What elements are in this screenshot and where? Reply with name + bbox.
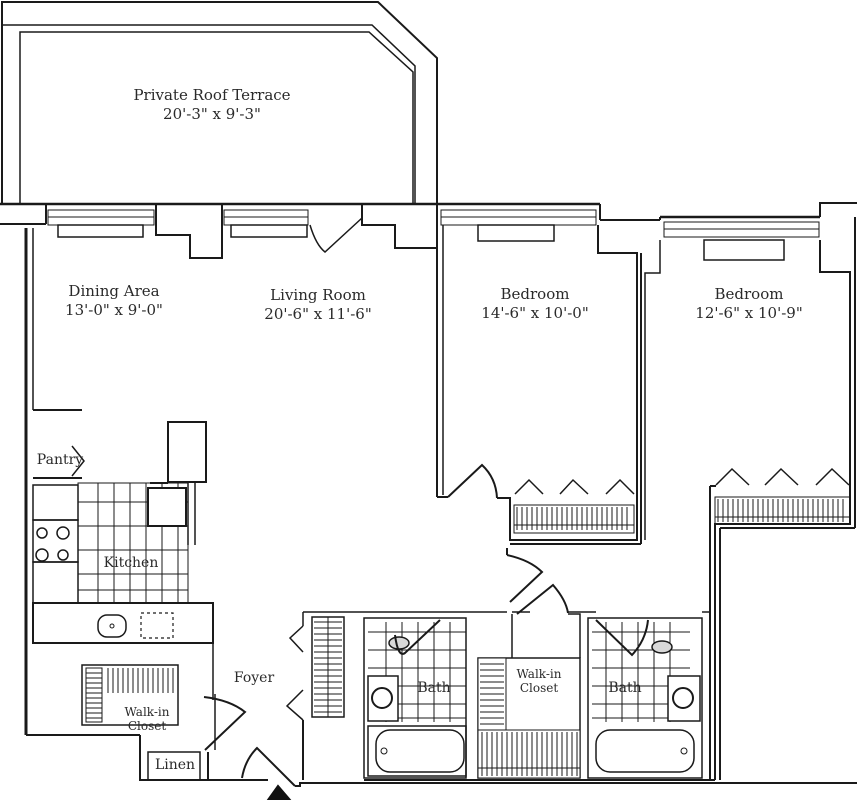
room-name: Foyer [233,670,275,686]
entry-arrow-icon [266,784,292,800]
room-dimensions: 20'-6" x 11'-6" [264,304,372,323]
room-label-bath-1: Bath [417,680,450,698]
room-label-walk-in-closet-1: Walk-in Closet [124,705,170,734]
room-label-kitchen: Kitchen [104,555,159,573]
room-name: Living Room [270,286,366,304]
foyer-walls [26,611,857,787]
kitchen-walls [32,421,214,700]
room-name: Bedroom [500,285,570,303]
room-name: Walk-in [516,667,562,681]
room-name: Walk-in [124,705,170,719]
room-dimensions: 13'-0" x 9'-0" [65,300,163,319]
bedroom1-walls [436,204,642,545]
room-name: Pantry [36,452,84,468]
room-label-bath-2: Bath [608,680,641,698]
room-label-bedroom-1: Bedroom 14'-6" x 10'-0" [481,285,588,323]
room-dimensions: 20'-3" x 9'-3" [163,104,261,123]
room-name: Bath [417,680,451,696]
room-label-linen: Linen [155,757,195,775]
bath-walls [363,611,715,781]
room-name: Private Roof Terrace [133,86,291,104]
room-name: Bedroom [714,285,784,303]
room-label-dining: Dining Area 13'-0" x 9'-0" [65,282,163,320]
room-label-living: Living Room 20'-6" x 11'-6" [264,286,371,324]
bedroom2-walls [506,217,856,780]
exterior-walls [0,202,857,735]
room-dimensions: 12'-6" x 10'-9" [695,303,803,322]
room-name: Kitchen [103,555,159,571]
room-name: Dining Area [68,282,160,300]
room-name: Linen [154,757,196,773]
room-label-foyer: Foyer [234,670,274,688]
room-label-terrace: Private Roof Terrace 20'-3" x 9'-3" [133,86,290,124]
room-label-bedroom-2: Bedroom 12'-6" x 10'-9" [695,285,802,323]
room-name-line2: Closet [519,680,559,695]
room-label-walk-in-closet-2: Walk-in Closet [516,667,562,696]
room-label-pantry: Pantry [37,452,83,470]
room-name: Bath [608,680,642,696]
terrace-walls [1,1,438,205]
room-dimensions: 14'-6" x 10'-0" [481,303,589,322]
room-name-line2: Closet [127,718,167,733]
